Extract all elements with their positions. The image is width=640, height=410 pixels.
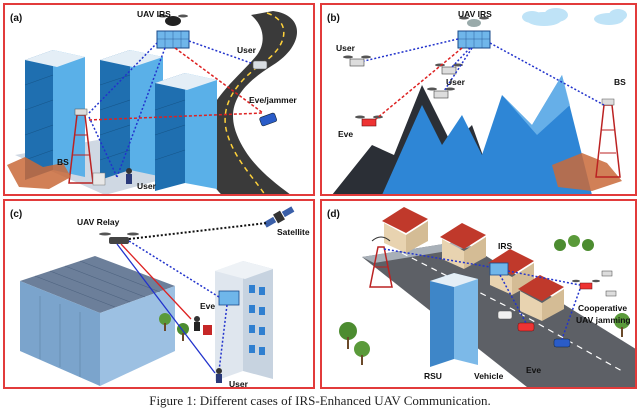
car-top (252, 60, 268, 70)
clouds (522, 8, 627, 26)
bs-tower (595, 98, 621, 178)
label-user-mid: User (446, 77, 466, 87)
drone-eve (355, 115, 383, 127)
link-uav-eve (375, 47, 463, 120)
eve-figure (194, 316, 212, 335)
uav-irs (156, 14, 190, 49)
vehicle-blue (553, 338, 571, 348)
road (202, 11, 297, 194)
link-uav-user-top (188, 40, 252, 64)
mountain-highlight (502, 75, 570, 135)
office-building (215, 261, 273, 381)
link-uav-user-solid (116, 243, 216, 374)
link-building-user (218, 304, 228, 372)
rubble (552, 153, 622, 191)
panel-b-tag: (b) (327, 13, 340, 24)
link-uav-eve (174, 47, 264, 114)
panel-a: (a) UAV IRS User Eve/jammer BS User (3, 3, 315, 196)
link-irs-jammer (507, 270, 581, 286)
panel-c: (c) UAV Relay Satellite Eve User (3, 199, 315, 389)
satellite (263, 206, 295, 228)
link-uav-satellite (128, 222, 268, 240)
vehicle-red (517, 322, 535, 332)
road-center-line (224, 12, 285, 194)
warehouse (20, 256, 175, 386)
label-uav-relay: UAV Relay (77, 217, 120, 227)
drone-user-right (427, 87, 455, 99)
panel-b: (b) UAV IRS User User Eve BS (320, 3, 637, 196)
label-eve: Eve (526, 365, 541, 375)
link-bs-irs (383, 248, 491, 268)
label-jamming-line1: Cooperative (578, 303, 627, 313)
label-satellite: Satellite (277, 227, 310, 237)
label-eve: Eve (338, 129, 353, 139)
label-vehicle: Vehicle (474, 371, 504, 381)
trees (339, 235, 630, 365)
label-jamming-line2: UAV jamming (576, 315, 631, 325)
label-eve-jammer: Eve/jammer (249, 95, 297, 105)
irs-panel (489, 262, 509, 276)
uav-relay (99, 232, 139, 244)
drone-user-left (343, 55, 371, 67)
link-bs-user-bottom (88, 116, 118, 178)
label-bs: BS (614, 77, 626, 87)
panel-c-tag: (c) (10, 209, 22, 220)
link-uav-user-bottom (116, 47, 166, 178)
link-uav-user-left (363, 38, 459, 62)
panel-d-tag: (d) (327, 209, 340, 220)
vehicle-white (497, 310, 513, 320)
label-user-top: User (237, 45, 257, 55)
link-uav-bs (489, 42, 605, 106)
label-uav-irs: UAV IRS (137, 9, 171, 19)
link-uav-user-mid (451, 47, 471, 68)
link-uav-user-right (443, 47, 473, 92)
panel-a-illustration: (a) UAV IRS User Eve/jammer BS User (7, 9, 297, 194)
panel-c-illustration: (c) UAV Relay Satellite Eve User (10, 206, 310, 389)
panel-b-illustration: (b) UAV IRS User User Eve BS (327, 8, 627, 194)
panel-d-illustration: (d) IRS Cooperative UAV jamming RSU Vehi… (327, 207, 635, 387)
user-figure (216, 368, 222, 383)
label-rsu: RSU (424, 371, 442, 381)
label-user: User (229, 379, 249, 389)
label-irs: IRS (498, 241, 513, 251)
user-bottom-figure (126, 168, 132, 184)
bs-tower (68, 108, 106, 186)
uav-irs (457, 16, 491, 49)
road-lane-line (401, 252, 623, 372)
window-lines (24, 74, 186, 161)
link-jammer-eve (561, 288, 581, 340)
link-uav-building (128, 240, 220, 298)
label-uav-irs: UAV IRS (458, 9, 492, 19)
label-bs: BS (57, 157, 69, 167)
link-bs-uav (88, 42, 158, 114)
panel-a-tag: (a) (10, 13, 22, 24)
link-bs-eve (88, 112, 264, 121)
rubble (7, 157, 71, 189)
label-user-left: User (336, 43, 356, 53)
mountain-blue (382, 75, 592, 194)
uav-jammers (572, 270, 617, 297)
panel-d: (d) IRS Cooperative UAV jamming RSU Vehi… (320, 199, 637, 389)
rsu-building (430, 273, 478, 367)
figure-caption: Figure 1: Different cases of IRS-Enhance… (149, 393, 491, 408)
bs-tower (369, 236, 393, 288)
car-blue (259, 112, 277, 127)
link-uav-eve (120, 243, 192, 320)
label-eve: Eve (200, 301, 215, 311)
label-user-bottom: User (137, 181, 157, 191)
link-irs-vehicle (499, 274, 527, 324)
